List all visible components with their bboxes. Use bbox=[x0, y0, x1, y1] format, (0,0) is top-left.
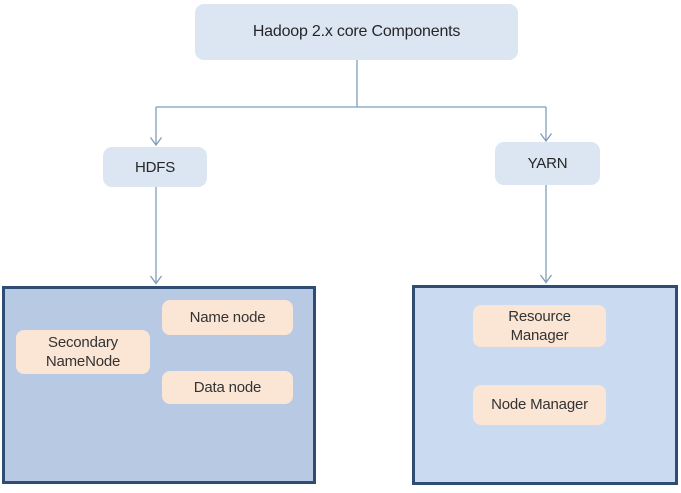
arrowhead-hdfs bbox=[149, 137, 163, 147]
node-node-manager: Node Manager bbox=[473, 385, 606, 425]
arrowhead-hdfs-group bbox=[149, 275, 163, 285]
node-hadoop-core-components: Hadoop 2.x core Components bbox=[195, 4, 518, 60]
arrowhead-yarn bbox=[539, 133, 553, 143]
node-name-node: Name node bbox=[162, 300, 293, 335]
node-resource-manager: Resource Manager bbox=[473, 305, 606, 347]
yarn-group-container: Resource Manager Node Manager bbox=[412, 285, 678, 485]
arrowhead-yarn-group bbox=[539, 274, 553, 284]
node-data-node: Data node bbox=[162, 371, 293, 404]
node-yarn: YARN bbox=[495, 142, 600, 185]
node-hdfs: HDFS bbox=[103, 147, 207, 187]
node-secondary-namenode: Secondary NameNode bbox=[16, 330, 150, 374]
hdfs-group-container: Name node Secondary NameNode Data node bbox=[2, 286, 316, 484]
